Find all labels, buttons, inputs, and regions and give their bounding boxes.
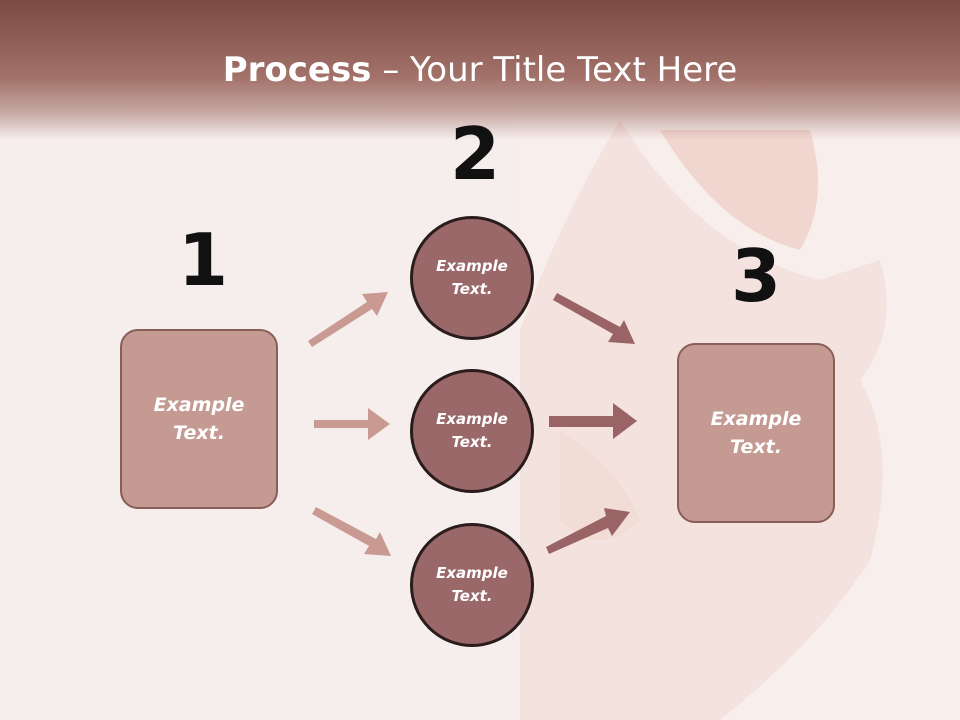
slide-title: Process – Your Title Text Here xyxy=(0,50,960,90)
arrow-1-to-2b xyxy=(314,408,390,440)
step-1-line1: Example xyxy=(153,393,245,416)
arrow-2b-to-3 xyxy=(549,403,637,439)
circle-1-line1: Example xyxy=(436,256,508,275)
arrow-2a-to-3 xyxy=(553,293,635,344)
title-banner xyxy=(0,0,960,140)
title-bold: Process xyxy=(222,50,372,90)
circle-2-line2: Text. xyxy=(451,433,493,451)
step-2-number: 2 xyxy=(450,112,501,196)
step-1-line2: Text. xyxy=(173,422,225,444)
step-1-box: Example Text. xyxy=(120,329,278,509)
circle-3-line1: Example xyxy=(436,563,508,582)
circle-1-line2: Text. xyxy=(451,280,493,298)
title-rest: – Your Title Text Here xyxy=(371,50,738,90)
arrow-1-to-2a xyxy=(308,292,388,347)
step-2-circle-1: Example Text. xyxy=(410,216,534,340)
step-1-number: 1 xyxy=(178,218,229,302)
step-3-box: Example Text. xyxy=(677,343,835,523)
step-2-circle-2: Example Text. xyxy=(410,369,534,493)
arrow-2c-to-3 xyxy=(546,508,630,554)
step-3-number: 3 xyxy=(731,234,782,318)
circle-2-line1: Example xyxy=(436,409,508,428)
step-3-line2: Text. xyxy=(730,436,782,458)
arrow-1-to-2c xyxy=(312,507,391,556)
circle-3-line2: Text. xyxy=(451,587,493,605)
step-3-line1: Example xyxy=(710,407,802,430)
step-2-circle-3: Example Text. xyxy=(410,523,534,647)
